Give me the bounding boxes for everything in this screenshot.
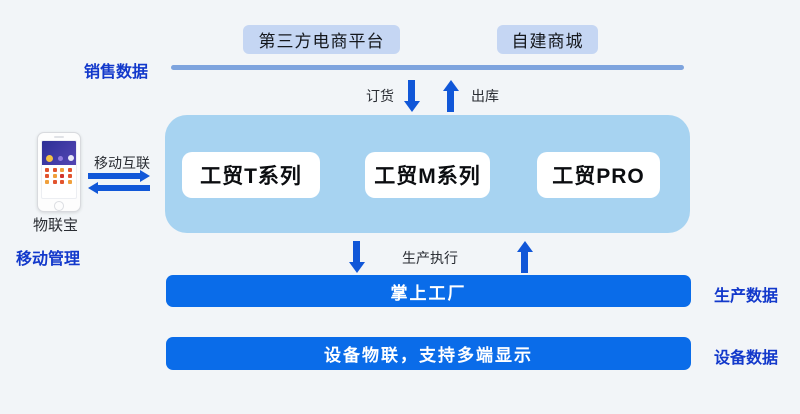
device-data-label: 设备数据: [714, 350, 779, 367]
self-built-mall-box: 自建商城: [497, 25, 598, 54]
device-iot-bar: 设备物联，支持多端显示: [166, 337, 691, 370]
order-label: 订货: [366, 88, 394, 104]
sales-divider-line: [171, 65, 684, 70]
sales-data-label: 销售数据: [84, 64, 149, 81]
production-exec-label: 生产执行: [402, 250, 458, 266]
order-down-arrow-icon: [403, 80, 420, 112]
third-party-ecommerce-box: 第三方电商平台: [243, 25, 400, 54]
production-down-arrow-icon: [348, 241, 365, 273]
outbound-label: 出库: [471, 88, 499, 104]
production-data-label: 生产数据: [714, 288, 779, 305]
phone-caption: 物联宝: [33, 217, 79, 234]
left-arrow-icon: [88, 181, 150, 194]
right-arrow-icon: [88, 169, 150, 182]
palm-factory-bar: 掌上工厂: [166, 275, 691, 307]
mobile-management-label: 移动管理: [16, 251, 81, 268]
product-box-t-series: 工贸T系列: [182, 152, 320, 198]
production-up-arrow-icon: [516, 241, 533, 273]
product-box-pro: 工贸PRO: [537, 152, 660, 198]
outbound-up-arrow-icon: [442, 80, 459, 112]
mobile-link-label: 移动互联: [94, 155, 150, 171]
phone-icon: [37, 132, 81, 212]
product-box-m-series: 工贸M系列: [365, 152, 490, 198]
